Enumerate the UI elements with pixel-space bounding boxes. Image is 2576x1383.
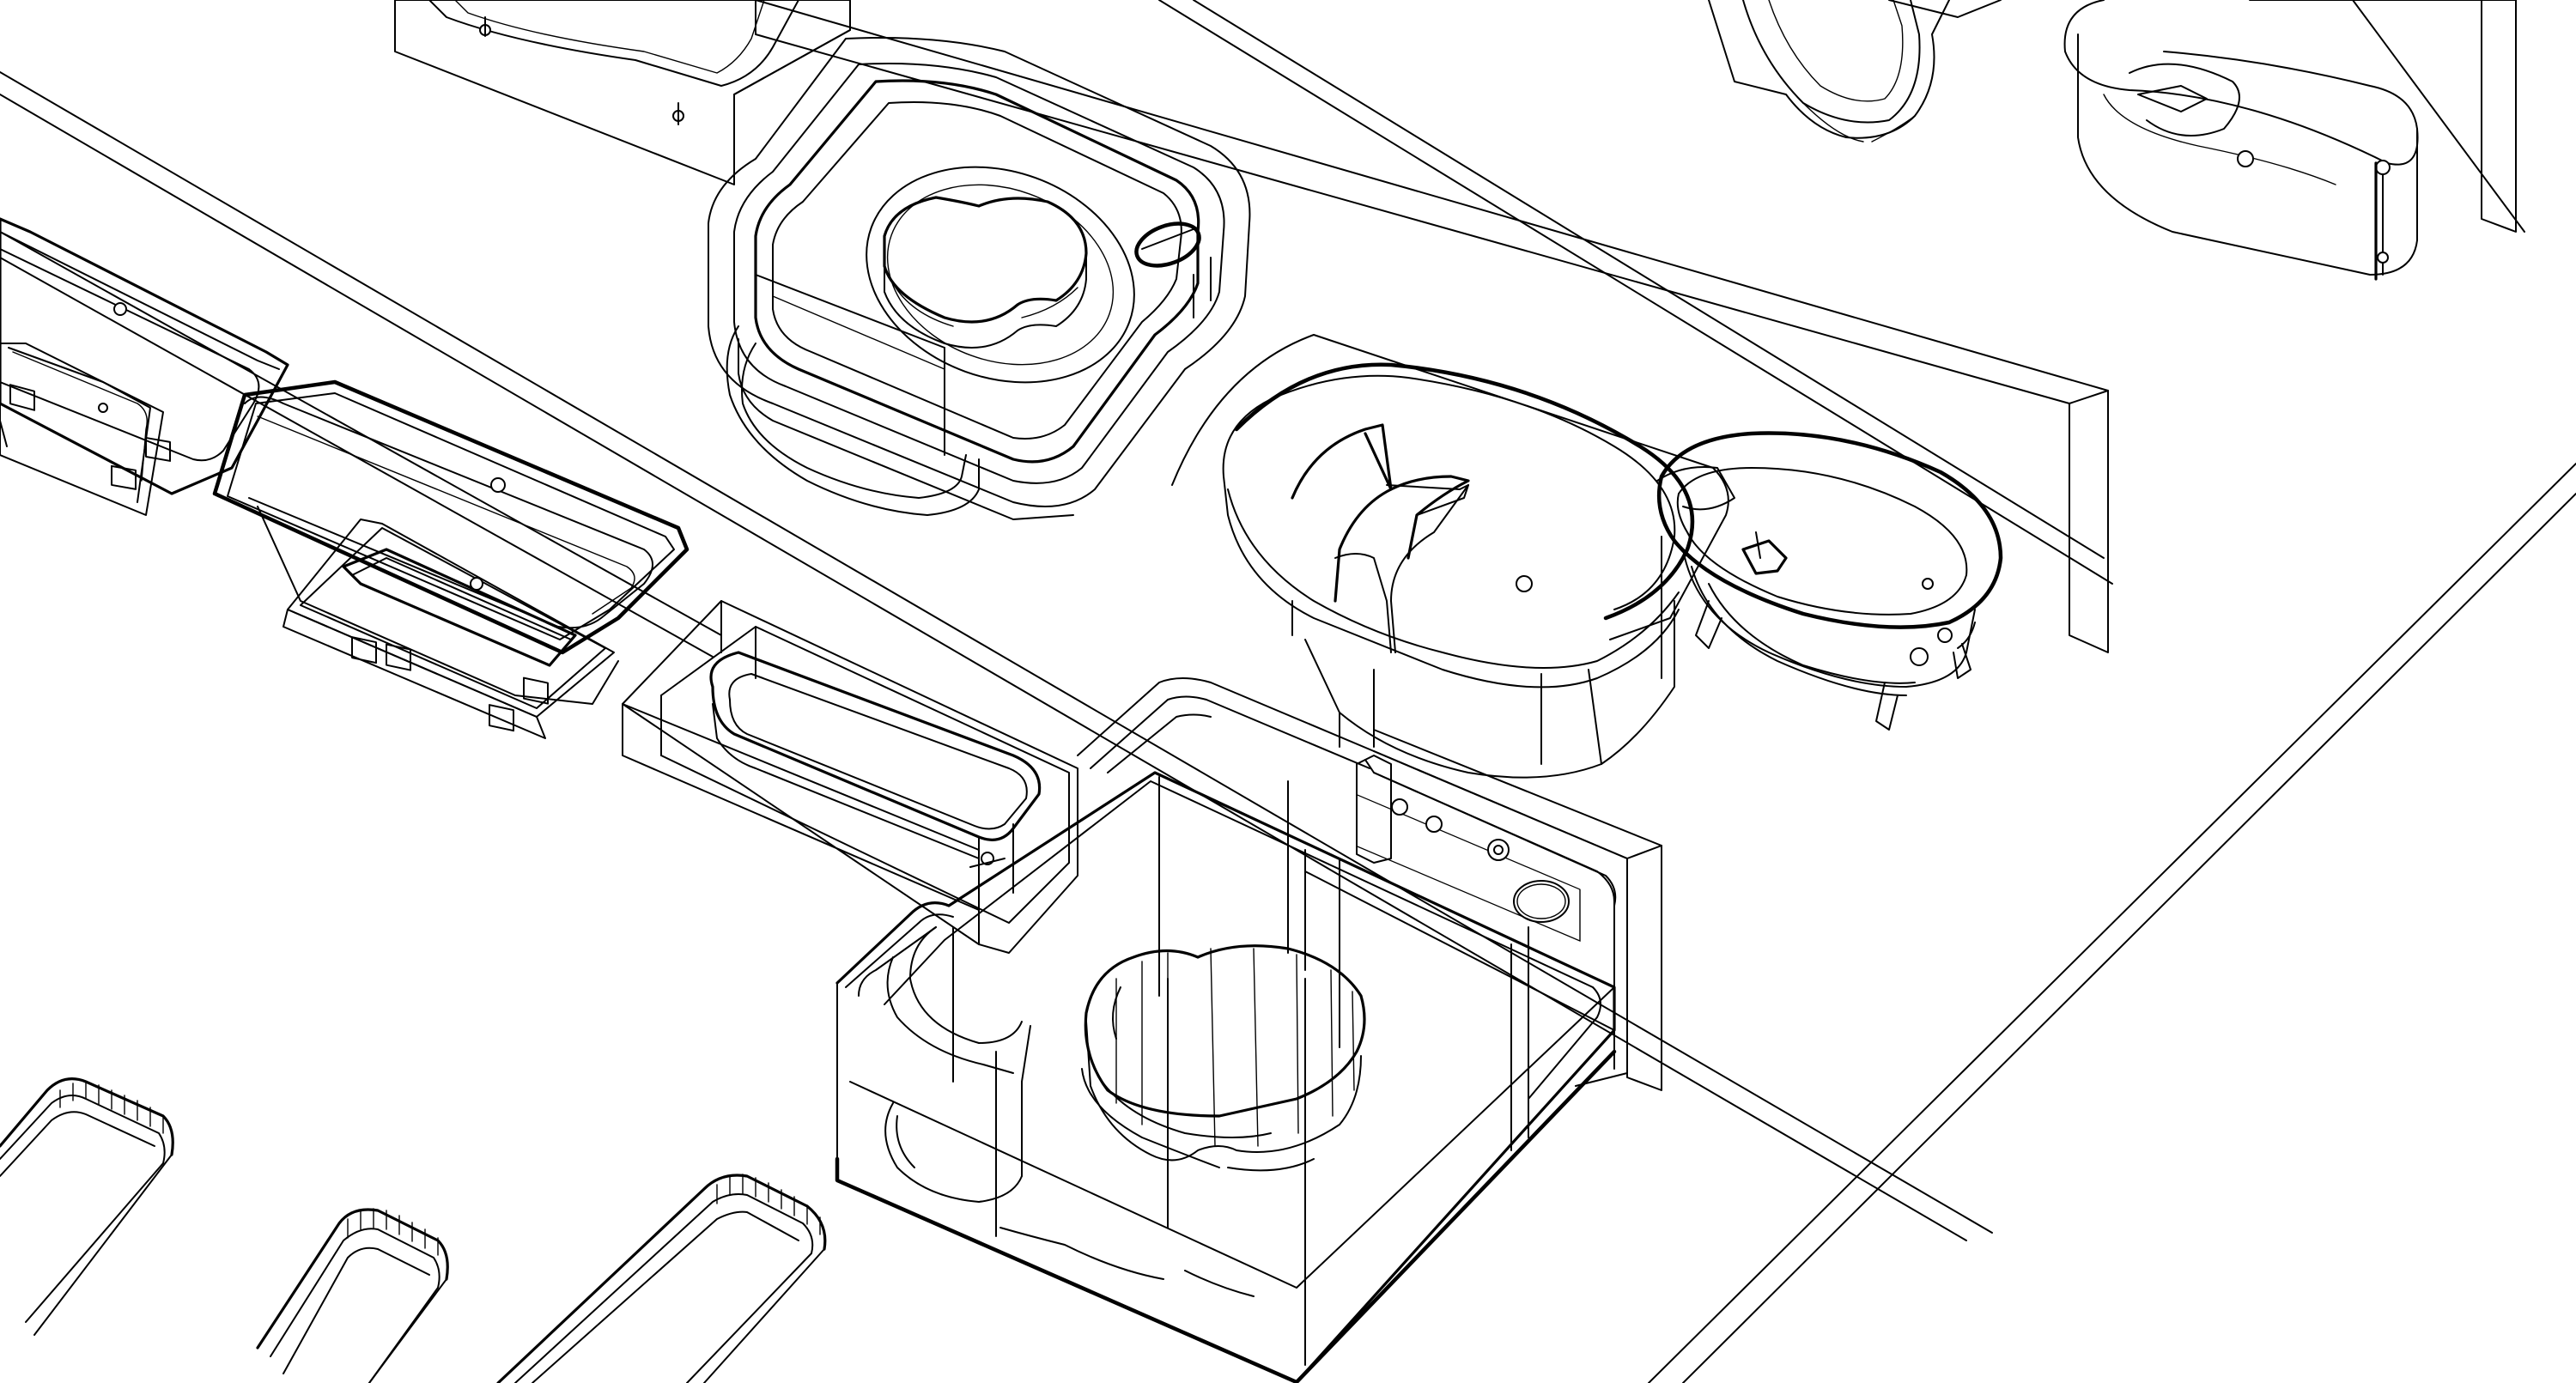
alcove-tub [622, 600, 1078, 954]
rounded-square-spa-tub [708, 37, 1251, 520]
large-square-whirlpool-tub [835, 677, 1628, 1383]
drop-in-tub-with-frame [212, 379, 690, 739]
toilet-top-right-cropped [1708, 0, 2002, 143]
corner-tub-with-seat [1171, 334, 1729, 779]
oval-tub-top-right [2063, 0, 2419, 281]
tub-top-center-cropped [394, 0, 851, 185]
left-edge-drop-in-tub [0, 217, 289, 516]
clawfoot-tub [1656, 431, 2003, 731]
rounded-tub-outlines-bottom [0, 1077, 827, 1383]
